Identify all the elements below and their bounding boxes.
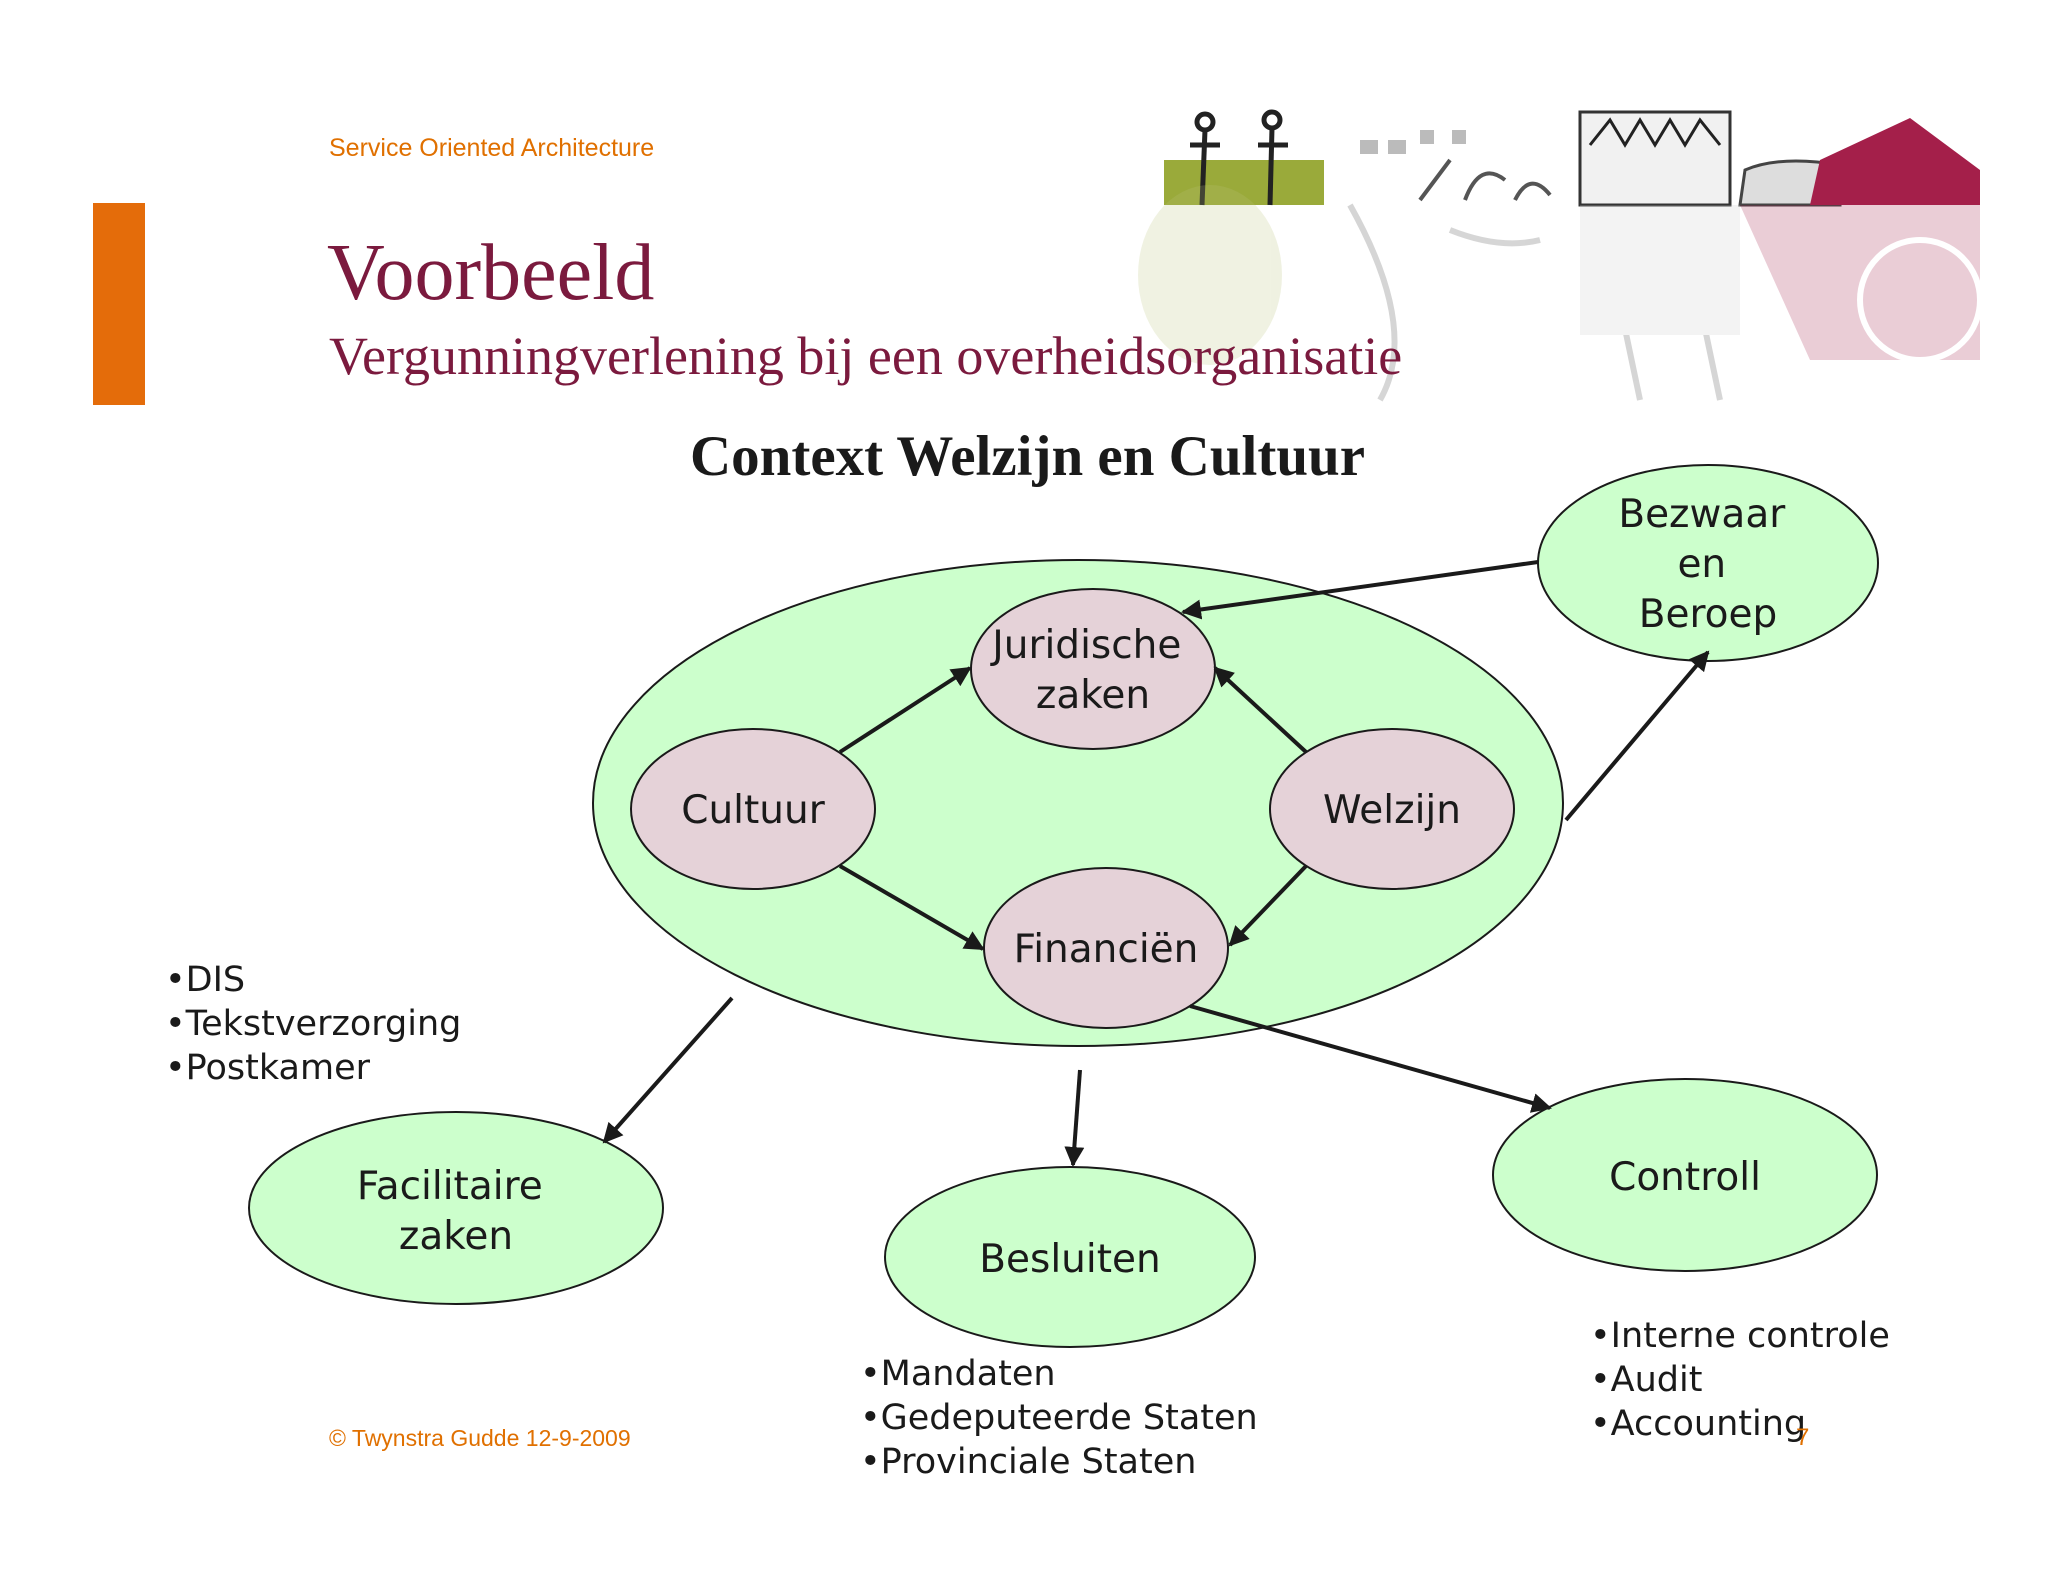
list-besluiten: Mandaten Gedeputeerde Staten Provinciale… xyxy=(860,1352,1258,1484)
node-label: Controll xyxy=(1609,1155,1761,1200)
list-controll: Interne controle Audit Accounting xyxy=(1590,1314,1890,1446)
node-label: Beroep xyxy=(1639,592,1778,637)
page-number: 7 xyxy=(1796,1424,1810,1451)
node-label: Welzijn xyxy=(1323,788,1461,833)
node-besluiten: Besluiten xyxy=(884,1166,1256,1348)
node-label: Financiën xyxy=(1014,927,1199,972)
node-juridische-zaken: Juridische zaken xyxy=(970,588,1216,750)
arrow-financien-to-controll xyxy=(1189,1004,1552,1113)
slide-subtitle: Vergunningverlening bij een overheidsorg… xyxy=(329,326,1403,386)
footer-copyright: © Twynstra Gudde 12-9-2009 xyxy=(329,1425,631,1451)
list-item: Audit xyxy=(1590,1358,1890,1402)
svg-text:Bezwaar en Beroep: Bezwaar en Beroep xyxy=(1618,492,1797,637)
list-item: Tekstverzorging xyxy=(165,1002,462,1046)
decorative-sketch-banner xyxy=(1138,109,1980,402)
list-item: Mandaten xyxy=(860,1352,1258,1396)
arrow-bezwaar-to-juridische xyxy=(1181,560,1539,620)
node-label: en xyxy=(1677,542,1726,587)
node-label: zaken xyxy=(1036,673,1150,718)
list-item: Interne controle xyxy=(1590,1314,1890,1358)
header-label: Service Oriented Architecture xyxy=(329,134,655,162)
node-label: Cultuur xyxy=(681,788,826,833)
list-item: Gedeputeerde Staten xyxy=(860,1396,1258,1440)
list-facilitaire: DIS Tekstverzorging Postkamer xyxy=(165,958,462,1090)
node-controll: Controll xyxy=(1492,1078,1878,1272)
node-label: Besluiten xyxy=(979,1237,1160,1282)
node-facilitaire-zaken: Facilitaire zaken xyxy=(248,1111,664,1305)
slide-title: Voorbeeld xyxy=(327,229,655,317)
accent-bar xyxy=(93,203,145,405)
svg-text:Juridische zaken: Juridische zaken xyxy=(989,623,1194,718)
svg-text:Facilitaire zaken: Facilitaire zaken xyxy=(357,1164,555,1259)
node-label: Bezwaar xyxy=(1618,492,1786,537)
arrow-cultuur-to-financien xyxy=(838,864,985,951)
arrow-context-to-bezwaar xyxy=(1564,650,1710,822)
list-item: Accounting xyxy=(1590,1402,1890,1446)
node-welzijn: Welzijn xyxy=(1269,728,1515,890)
list-item: Provinciale Staten xyxy=(860,1440,1258,1484)
context-ellipse xyxy=(592,559,1564,1047)
arrow-cultuur-to-juridische xyxy=(838,666,972,754)
node-label: Juridische xyxy=(989,623,1181,668)
arrow-welzijn-to-juridische xyxy=(1213,666,1308,754)
list-item: Postkamer xyxy=(165,1046,461,1090)
node-bezwaar-en-beroep: Bezwaar en Beroep xyxy=(1537,464,1879,662)
list-item: DIS xyxy=(165,958,461,1002)
node-label: zaken xyxy=(399,1214,513,1259)
arrow-context-to-facilitaire xyxy=(602,996,734,1144)
node-financien: Financiën xyxy=(983,867,1229,1029)
arrow-welzijn-to-financien xyxy=(1228,864,1308,947)
node-cultuur: Cultuur xyxy=(630,728,876,890)
node-label: Facilitaire xyxy=(357,1164,543,1209)
arrow-financien-to-besluiten xyxy=(1064,1069,1085,1167)
diagram-title: Context Welzijn en Cultuur xyxy=(690,425,1366,488)
